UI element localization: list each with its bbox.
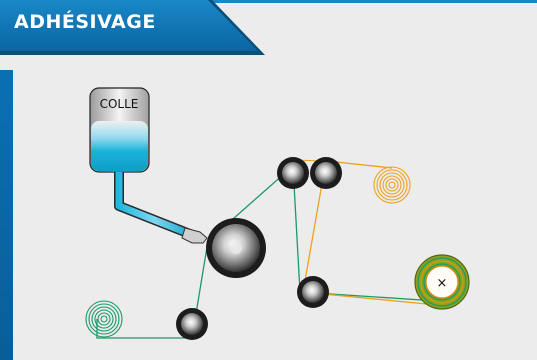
glue-tank: COLLE (89, 87, 150, 173)
tank-label: COLLE (100, 97, 139, 111)
coil-icon-orange (373, 166, 411, 204)
title-tab: ADHÉSIVAGE (0, 0, 265, 55)
roller-upper-left (277, 157, 309, 189)
page-title: ADHÉSIVAGE (14, 11, 156, 33)
orange-web-path (302, 160, 438, 306)
roller-upper-right (310, 157, 342, 189)
top-accent-bar (0, 0, 537, 3)
tank-glue-fill (91, 121, 148, 171)
title-tab-shape (0, 0, 265, 55)
left-accent-bar (0, 70, 13, 360)
coil-icon (85, 300, 123, 338)
roller-lower (297, 276, 329, 308)
close-icon: × (437, 276, 448, 291)
glue-pipe (114, 172, 208, 244)
roller-icon (176, 308, 208, 340)
rollers (176, 157, 342, 340)
coating-drum (206, 218, 266, 278)
nozzle-icon (181, 227, 208, 244)
rewind-roll: × (414, 254, 470, 310)
